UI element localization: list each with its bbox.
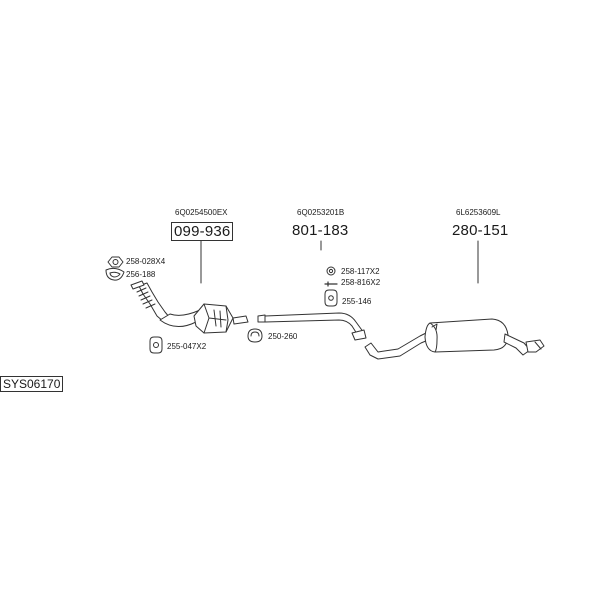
oem-number-catalyst: 6Q0254500EX [175, 208, 228, 217]
accessory-code-gasket[interactable]: 256-188 [126, 270, 156, 279]
system-code-label: SYS06170 [0, 376, 64, 392]
oem-number-middle-pipe: 6Q0253201B [297, 208, 345, 217]
gasket-icon [105, 267, 125, 281]
oem-number-rear-muffler: 6L6253609L [456, 208, 501, 217]
rear-muffler-drawing [364, 318, 545, 360]
accessory-code-washer[interactable]: 258-117X2 [341, 267, 380, 276]
clamp-icon [247, 328, 263, 343]
bolt-icon [324, 281, 338, 287]
accessory-code-nut[interactable]: 258-028X4 [126, 257, 166, 266]
part-number-middle-pipe[interactable]: 801-183 [292, 222, 349, 239]
front-pipe-drawing [130, 280, 201, 327]
rubber-hanger-icon [324, 289, 338, 307]
accessory-code-bolt[interactable]: 258-816X2 [341, 278, 381, 287]
accessory-code-hanger-front[interactable]: 255-047X2 [167, 342, 207, 351]
accessory-code-hanger-middle[interactable]: 255-146 [342, 297, 372, 306]
nut-icon [107, 256, 124, 268]
middle-pipe-drawing [257, 312, 367, 341]
catalytic-converter-drawing [193, 303, 249, 334]
accessory-code-clamp[interactable]: 250-260 [268, 332, 298, 341]
washer-icon [326, 266, 336, 276]
part-number-rear-muffler[interactable]: 280-151 [452, 222, 509, 239]
rubber-hanger-icon [149, 336, 163, 354]
part-number-catalyst[interactable]: 099-936 [171, 222, 234, 241]
